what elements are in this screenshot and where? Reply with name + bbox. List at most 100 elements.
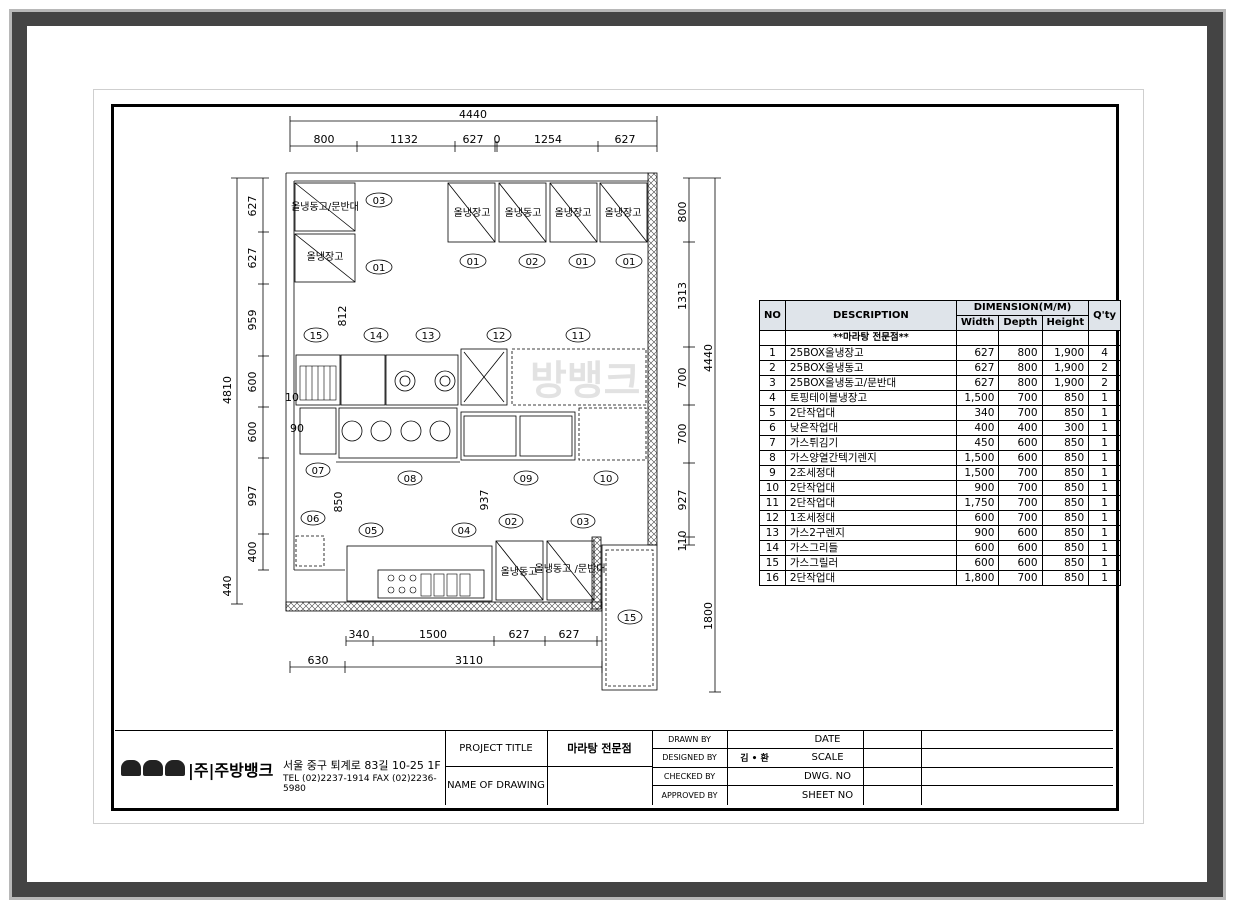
dim-left: 627 — [246, 248, 259, 269]
callout-label: 05 — [365, 526, 378, 537]
row-description: 가스2구렌지 — [784, 525, 957, 541]
callout-label: 09 — [520, 474, 533, 485]
row-no: 5 — [759, 405, 786, 421]
row-description: 2조세정대 — [784, 465, 957, 481]
row-depth: 800 — [998, 375, 1043, 391]
row-height: 850 — [1041, 495, 1090, 511]
dim-overall: 4440 — [459, 108, 487, 121]
dim-inner: 937 — [478, 490, 491, 511]
dim-inner: 812 — [336, 306, 349, 327]
row-description: 25BOX올냉동고 — [784, 360, 957, 376]
dim-right: 1313 — [676, 282, 689, 310]
row-no: 10 — [759, 480, 786, 496]
row-description: 가스그릴러 — [784, 555, 957, 571]
row-qty: 2 — [1088, 360, 1122, 376]
row-no: 14 — [759, 540, 786, 556]
dim-right: 110 — [676, 531, 689, 552]
dim-left: 627 — [246, 196, 259, 217]
dim-right: 700 — [676, 424, 689, 445]
row-qty: 1 — [1088, 495, 1122, 511]
row-description: 25BOX올냉동고/문반대 — [784, 375, 957, 391]
row-description: 토핑테이블냉장고 — [784, 390, 957, 406]
row-no: 15 — [759, 555, 786, 571]
equipment-table: NO DESCRIPTION DIMENSION(M/M) Q'ty Width… — [759, 300, 1122, 586]
row-width: 1,500 — [955, 390, 1000, 406]
row-description: 2단작업대 — [784, 570, 957, 586]
row-width: 1,500 — [955, 450, 1000, 466]
row-qty: 1 — [1088, 390, 1122, 406]
dim-top: 1254 — [534, 133, 562, 146]
row-depth: 400 — [998, 420, 1043, 436]
row-description: 가스양열간텍기렌지 — [784, 450, 957, 466]
callout-label: 01 — [467, 257, 480, 268]
th-qty: Q'ty — [1088, 300, 1122, 331]
row-height: 850 — [1041, 540, 1090, 556]
row-depth: 700 — [998, 570, 1043, 586]
callout-label: 01 — [576, 257, 589, 268]
row-height: 300 — [1041, 420, 1090, 436]
table-group-label: **마라탕 전문점** — [784, 330, 957, 346]
dim-bottom: 630 — [308, 654, 329, 667]
row-qty: 1 — [1088, 420, 1122, 436]
row-depth: 600 — [998, 540, 1043, 556]
row-depth: 700 — [998, 495, 1043, 511]
dim-left: 600 — [246, 422, 259, 443]
callout-label: 04 — [458, 526, 471, 537]
row-height: 850 — [1041, 510, 1090, 526]
row-qty: 1 — [1088, 540, 1122, 556]
dim-right: 700 — [676, 368, 689, 389]
row-height: 850 — [1041, 450, 1090, 466]
row-description: 낮은작업대 — [784, 420, 957, 436]
callout-label: 12 — [493, 331, 506, 342]
row-description: 가스튀김기 — [784, 435, 957, 451]
row-no: 2 — [759, 360, 786, 376]
equip-label: 올냉장고 — [555, 207, 592, 219]
row-width: 1,750 — [955, 495, 1000, 511]
dim-left: 440 — [221, 576, 234, 597]
row-no: 8 — [759, 450, 786, 466]
callout-label: 07 — [312, 466, 325, 477]
equip-label: 올냉동고 — [505, 207, 542, 219]
callout-label: 03 — [577, 517, 590, 528]
row-depth: 700 — [998, 510, 1043, 526]
th-width: Width — [955, 315, 1000, 331]
row-height: 850 — [1041, 390, 1090, 406]
callout-label: 15 — [624, 613, 637, 624]
row-height: 850 — [1041, 525, 1090, 541]
row-no: 9 — [759, 465, 786, 481]
row-depth: 800 — [998, 345, 1043, 361]
dim-top: 627 — [615, 133, 636, 146]
row-width: 627 — [955, 375, 1000, 391]
row-width: 600 — [955, 510, 1000, 526]
callout-label: 01 — [373, 263, 386, 274]
dim-top: 627 — [463, 133, 484, 146]
row-width: 600 — [955, 555, 1000, 571]
company-logo-icon — [121, 760, 185, 776]
dim-left-total: 4810 — [221, 376, 234, 404]
row-height: 850 — [1041, 465, 1090, 481]
row-depth: 800 — [998, 360, 1043, 376]
dim-bottom: 340 — [349, 628, 370, 641]
dim-bottom: 627 — [509, 628, 530, 641]
callout-label: 03 — [373, 196, 386, 207]
dim-inner: 10 — [285, 391, 299, 404]
drawn-by-label: DRAWN BY — [668, 734, 711, 744]
dim-right-total: 4440 — [702, 344, 715, 372]
row-qty: 2 — [1088, 375, 1122, 391]
row-depth: 600 — [998, 450, 1043, 466]
equip-label: 올냉동고 /문반대 — [535, 563, 606, 575]
row-description: 2단작업대 — [784, 405, 957, 421]
watermark: 방뱅크 — [530, 358, 641, 404]
callout-label: 10 — [600, 474, 613, 485]
row-qty: 1 — [1088, 435, 1122, 451]
row-description: 1조세정대 — [784, 510, 957, 526]
row-no: 12 — [759, 510, 786, 526]
